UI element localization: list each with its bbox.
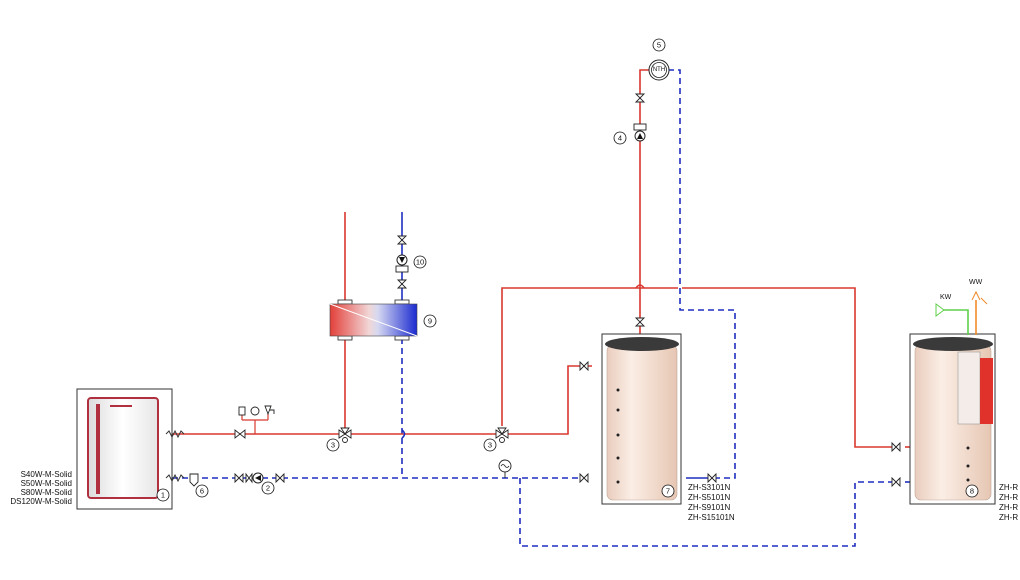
pressure-gauge-icon [250,406,260,416]
valve-icon [275,472,285,484]
sensor-icon [498,459,512,478]
storage-tank: 7 [601,333,682,505]
storage-tank-number: 7 [666,487,670,496]
mixing-valve-right-number: 3 [488,441,492,450]
boiler-supply-line [172,365,592,435]
warm-water-line [971,290,988,335]
valve-icon [707,472,717,484]
valve-icon [634,317,646,327]
boiler-model-2: S50W-M-Solid [21,479,72,488]
crossover-hop-return [401,429,406,439]
filter: 6 [189,473,209,498]
tank-model-4: ZH-S15101N [688,513,735,522]
thermostat: NTH 5 [648,38,670,81]
mixing-valve-left: 3 [326,427,352,452]
air-vent-icon [238,406,246,416]
thermostat-number: 5 [657,41,661,50]
thermostat-label: NTH [653,67,665,73]
valve-icon [234,429,246,439]
dhw-model-1: ZH-R [999,483,1018,492]
dhw-model-4: ZH-R [999,513,1018,522]
valve-icon [396,235,408,245]
valve-icon [891,441,901,453]
tank-model-2: ZH-S5101N [688,493,730,502]
pump-riser-number: 4 [618,134,622,143]
heat-exchanger-number: 9 [428,317,432,326]
supply-lines [172,69,912,448]
tank-lower-return-line [519,478,892,547]
pump-exchanger-number: 10 [416,258,424,267]
mixing-valve-left-number: 3 [331,441,335,450]
boiler-model-4: DS120W-M-Solid [10,497,72,506]
dhw-tank-number: 8 [970,487,974,496]
supply-hose-icon [165,429,185,439]
pump-exchanger: 10 [395,254,427,273]
boiler: 1 [76,388,173,510]
pump-boiler-number: 2 [266,484,270,493]
pump-riser: 4 [613,123,647,145]
thermostat-return-line [668,69,736,479]
safety-group [238,405,275,434]
valve-icon [579,472,589,484]
boiler-number: 1 [161,491,165,500]
boiler-model-list: S40W-M-Solid S50W-M-Solid S80W-M-Solid D… [10,470,72,506]
cold-water-label: KW [940,294,952,301]
return-lines [172,69,892,547]
dhw-tank-model-list: ZH-R ZH-R ZH-R ZH-R [999,483,1018,522]
safety-valve-icon [264,405,275,416]
dhw-model-3: ZH-R [999,503,1018,512]
thermostat-riser [639,69,650,340]
valve-icon [396,279,408,289]
mixing-valve-right: 3 [483,427,509,452]
valve-icon [579,360,589,372]
warm-water-label: WW [969,279,983,286]
crossover-hop-riser [635,284,645,289]
valve-icon [891,476,901,488]
dhw-model-2: ZH-R [999,493,1018,502]
boiler-model-1: S40W-M-Solid [21,470,72,479]
tank-model-1: ZH-S3101N [688,483,730,492]
upper-loop-line [501,287,892,448]
heat-exchanger: 9 [329,299,437,341]
storage-tank-model-list: ZH-S3101N ZH-S5101N ZH-S9101N ZH-S15101N [688,483,735,522]
pump-boiler: 2 [245,472,275,495]
tank-model-3: ZH-S9101N [688,503,730,512]
valve-icon [234,472,244,484]
shutoff-valves [234,93,901,488]
dhw-tank: 8 [909,333,996,505]
boiler-model-3: S80W-M-Solid [21,488,72,497]
return-hose-icon [165,473,185,483]
filter-number: 6 [200,487,204,496]
cold-water-line [935,303,969,335]
valve-icon [634,93,646,103]
